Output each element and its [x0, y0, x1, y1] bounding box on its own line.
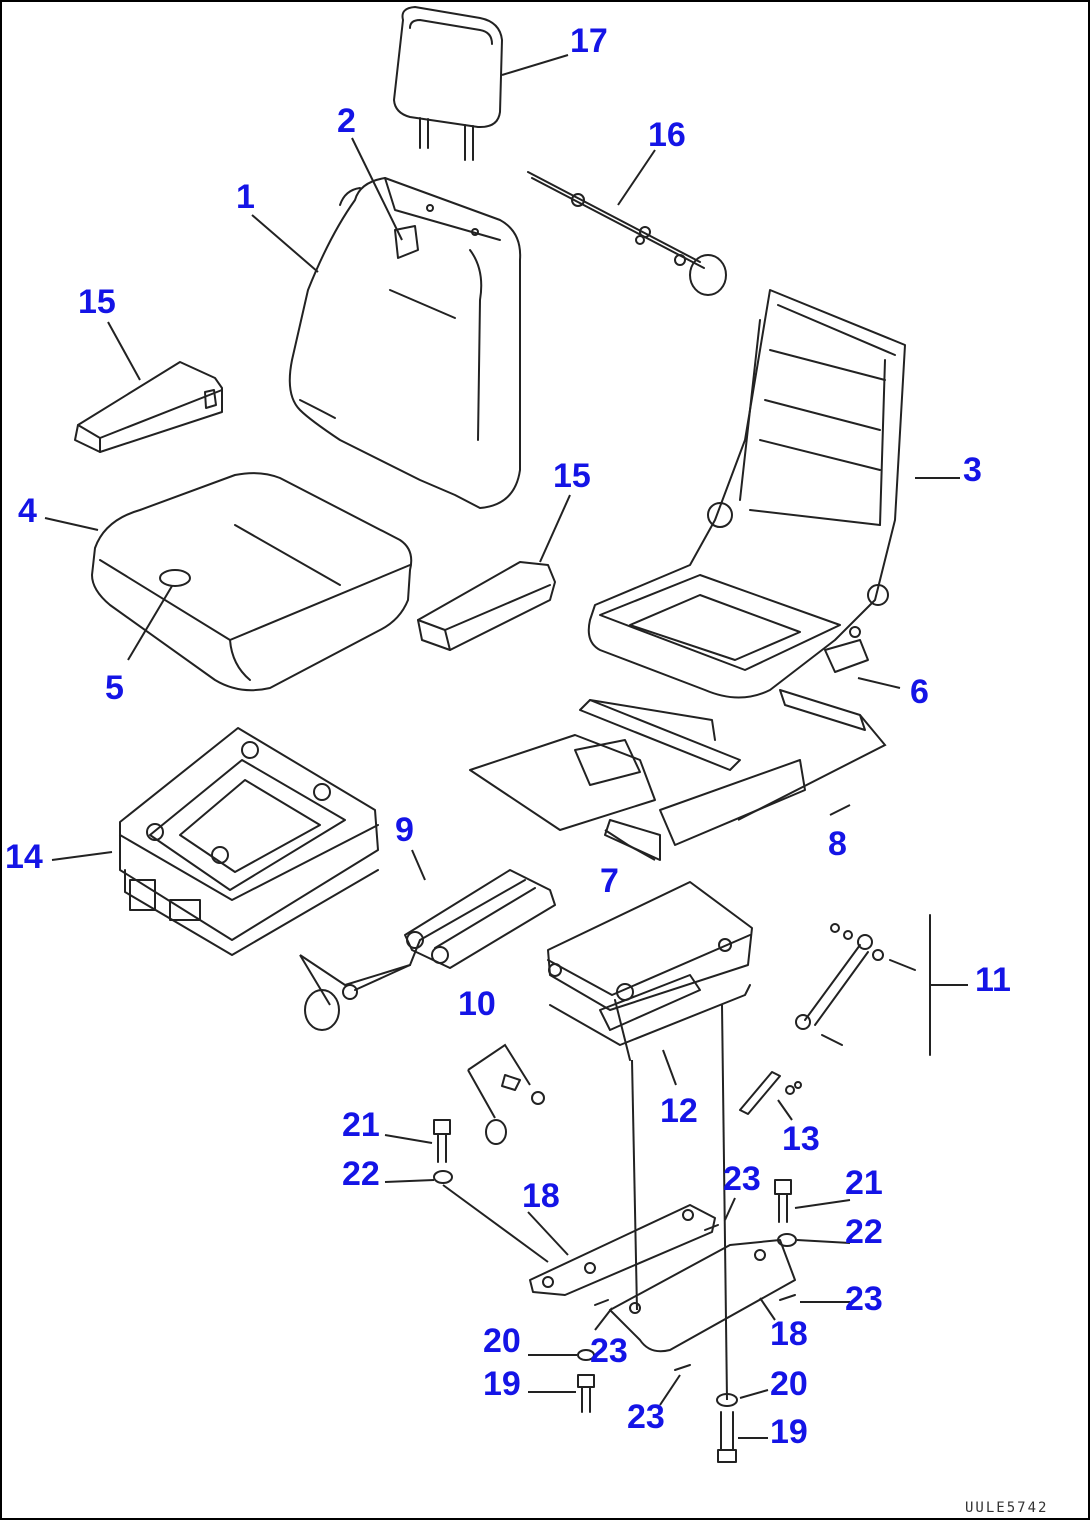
callout-bolt-left: 21	[342, 1106, 380, 1144]
spacers-drawing	[594, 1224, 796, 1371]
headrest-drawing	[393, 6, 503, 161]
seat-back-drawing	[288, 177, 522, 509]
callout-suspension-cover: 14	[5, 838, 43, 876]
callout-armrest-right: 15	[553, 457, 591, 495]
callout-bolt-lower-left: 19	[483, 1365, 521, 1403]
callout-headrest: 17	[570, 22, 608, 60]
seat-frame-drawing	[587, 289, 906, 699]
callout-clip-set: 10	[458, 985, 496, 1023]
callout-spacer-right: 23	[845, 1280, 883, 1318]
link-set-drawing	[739, 1071, 802, 1115]
callout-seat-back-cover: 1	[236, 178, 255, 216]
lumbar-adjuster-drawing	[527, 171, 727, 296]
callout-spacer-lower: 23	[627, 1398, 665, 1436]
rail-drawing	[469, 699, 806, 861]
callout-bracket-right: 18	[770, 1315, 808, 1353]
callout-spacer-mid: 23	[590, 1332, 628, 1370]
callout-seat-cushion: 4	[18, 492, 37, 530]
callout-seat-back-tag: 2	[337, 102, 356, 140]
callout-seat-frame: 3	[963, 451, 982, 489]
knob-assembly-drawing	[304, 869, 556, 1031]
callout-lumbar-adjuster: 16	[648, 116, 686, 154]
callout-washer-lower-right: 20	[770, 1365, 808, 1403]
callout-bolt-right: 21	[845, 1164, 883, 1202]
callout-washer-lower-left: 20	[483, 1322, 521, 1360]
hinge-bracket-drawing	[779, 639, 869, 731]
clip-set-drawing	[485, 1074, 545, 1145]
suspension-unit-drawing	[547, 881, 753, 1061]
callout-slide-rail: 7	[600, 862, 619, 900]
callout-damper-assembly: 11	[975, 961, 1011, 999]
callouts: 17 1 2 16 15 15 3 4 5 6 7 8 14 9 10 11 1…	[5, 22, 1011, 1451]
callout-hinge-bracket: 6	[910, 673, 929, 711]
callout-washer-left: 22	[342, 1155, 380, 1193]
callout-bolt-lower-right: 19	[770, 1413, 808, 1451]
callout-link-set: 13	[782, 1120, 820, 1158]
document-id: UULE5742	[965, 1500, 1048, 1516]
callout-bracket-left: 18	[522, 1177, 560, 1215]
callout-knob-assembly: 9	[395, 811, 414, 849]
callout-washer-right: 22	[845, 1213, 883, 1251]
assembly-guides	[299, 714, 887, 1401]
fasteners-drawing	[433, 1119, 797, 1463]
armrest-left-drawing	[74, 361, 223, 453]
callout-armrest-left: 15	[78, 283, 116, 321]
mount-brackets-drawing	[529, 1204, 796, 1353]
armrest-right-drawing	[417, 561, 556, 651]
callout-spacer-upper: 23	[723, 1160, 761, 1198]
callout-cushion-tag: 5	[105, 669, 124, 707]
callout-suspension-unit: 12	[660, 1092, 698, 1130]
callout-rail-assembly: 8	[828, 825, 847, 863]
suspension-cover-drawing	[119, 727, 379, 956]
seat-cushion-drawing	[91, 472, 413, 692]
leader-lines	[44, 54, 968, 1439]
